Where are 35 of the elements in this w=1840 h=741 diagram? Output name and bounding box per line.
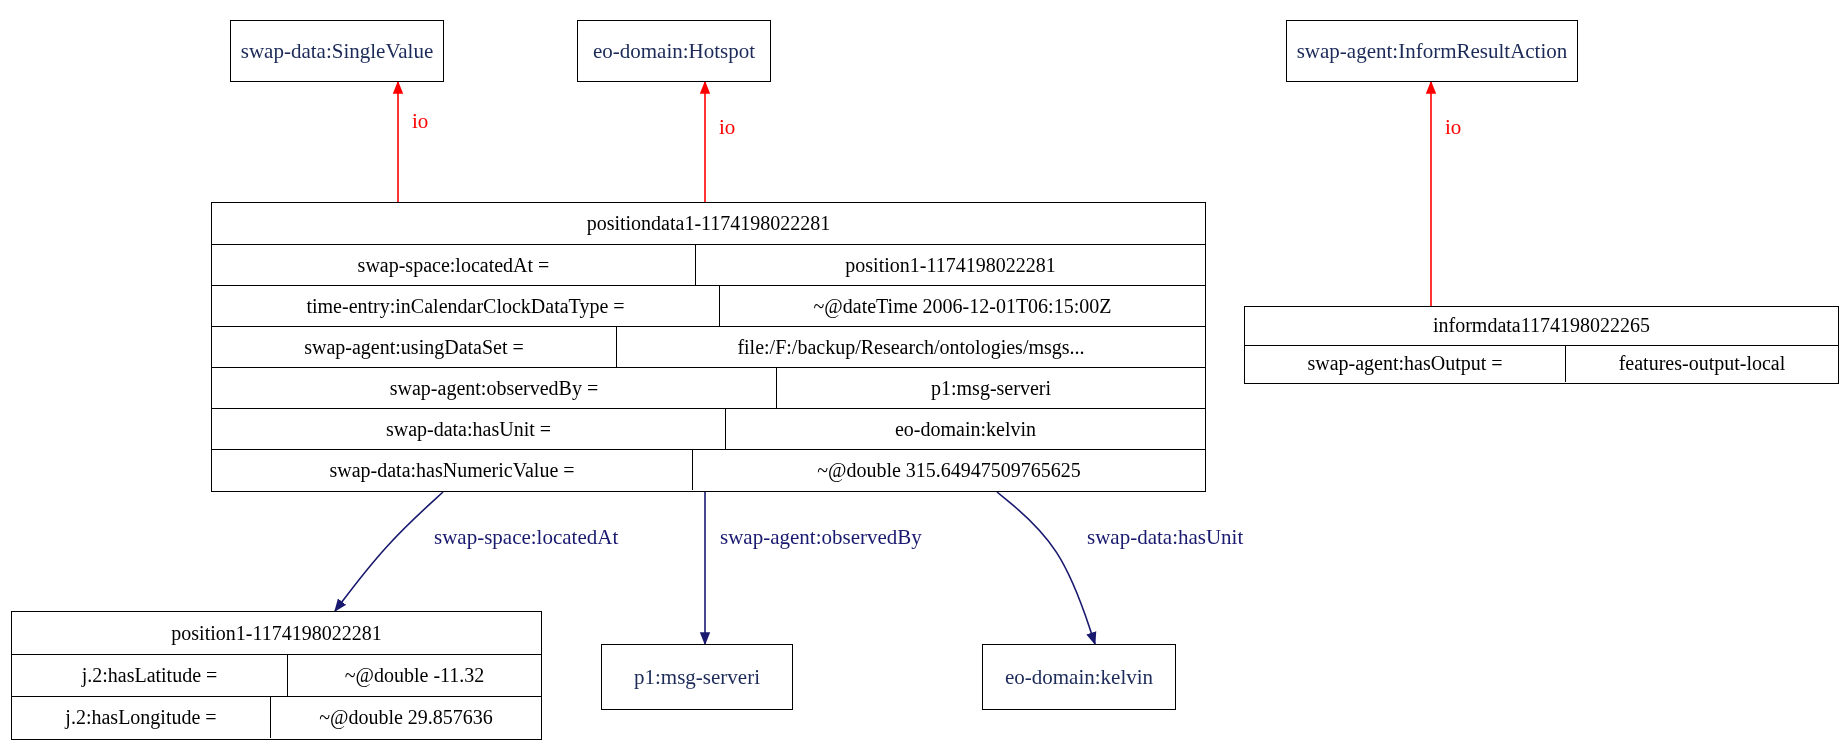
property-name: time-entry:inCalendarClockDataType = bbox=[305, 293, 626, 320]
arrow bbox=[699, 491, 711, 646]
class-box: eo-domain:Hotspot bbox=[577, 20, 771, 82]
property-value: eo-domain:kelvin bbox=[725, 409, 1205, 449]
property-name: j.2:hasLatitude = bbox=[80, 663, 219, 689]
class-box: swap-data:SingleValue bbox=[230, 20, 444, 82]
record-table bbox=[11, 611, 542, 740]
property-name: j.2:hasLongitude = bbox=[63, 705, 218, 731]
arrow bbox=[392, 80, 404, 203]
table-heading: informdata1174198022265 bbox=[1432, 313, 1651, 339]
class-box: p1:msg-serveri bbox=[601, 644, 793, 710]
property-value: ~@double 29.857636 bbox=[270, 697, 541, 738]
class-box: eo-domain:kelvin bbox=[982, 644, 1176, 710]
arrow bbox=[996, 491, 1097, 646]
property-value: ~@double -11.32 bbox=[287, 655, 541, 696]
arrow bbox=[1425, 80, 1437, 307]
property-name: swap-agent:hasOutput = bbox=[1306, 351, 1504, 377]
property-name: swap-agent:usingDataSet = bbox=[303, 334, 525, 361]
record-table bbox=[1244, 306, 1839, 384]
arrow bbox=[699, 80, 711, 203]
property-value: features-output-local bbox=[1565, 345, 1838, 382]
table-heading: position1-1174198022281 bbox=[170, 620, 383, 647]
table-heading: positiondata1-1174198022281 bbox=[585, 211, 832, 237]
property-name: swap-data:hasNumericValue = bbox=[328, 457, 576, 484]
record-table bbox=[211, 202, 1206, 492]
property-value: position1-1174198022281 bbox=[695, 245, 1205, 285]
property-value: file:/F:/backup/Research/ontologies/msgs... bbox=[616, 327, 1205, 367]
class-box: swap-agent:InformResultAction bbox=[1286, 20, 1578, 82]
property-value: p1:msg-serveri bbox=[776, 368, 1205, 408]
property-name: swap-data:hasUnit = bbox=[384, 416, 553, 443]
property-name: swap-space:locatedAt = bbox=[356, 252, 551, 279]
property-value: ~@double 315.64947509765625 bbox=[692, 450, 1205, 490]
arrow bbox=[334, 491, 444, 613]
property-value: ~@dateTime 2006-12-01T06:15:00Z bbox=[719, 286, 1205, 326]
property-name: swap-agent:observedBy = bbox=[388, 375, 600, 402]
